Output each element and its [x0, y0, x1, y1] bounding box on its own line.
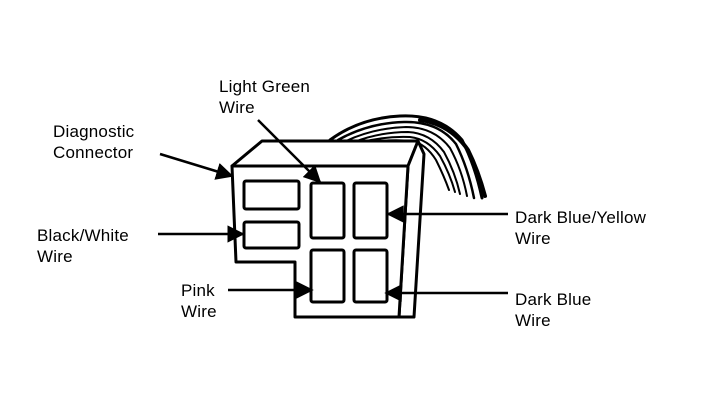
label-line: Wire — [37, 247, 73, 266]
leader-lines — [158, 119, 508, 302]
label-dark-blue-yellow-wire: Dark Blue/Yellow Wire — [515, 207, 646, 249]
label-line: Wire — [515, 229, 551, 248]
cavity-dark-blue-yellow — [352, 181, 389, 240]
label-line: Dark Blue/Yellow — [515, 208, 647, 227]
label-line: Diagnostic — [53, 122, 135, 141]
label-dark-blue-wire: Dark Blue Wire — [515, 289, 591, 331]
cavity-dark-blue — [352, 248, 389, 304]
label-diagnostic-connector: Diagnostic Connector — [53, 121, 134, 163]
label-light-green-wire: Light Green Wire — [219, 76, 310, 118]
label-line: Wire — [219, 98, 255, 117]
cavity-light-green — [309, 181, 346, 240]
label-line: Pink — [181, 281, 215, 300]
label-line: Dark Blue — [515, 290, 592, 309]
cavity-top-left — [242, 179, 301, 211]
label-line: Wire — [515, 311, 551, 330]
label-line: Connector — [53, 143, 134, 162]
connector-top-face — [230, 139, 420, 168]
arrow-diagnostic — [159, 152, 234, 180]
cavity-pink — [309, 248, 346, 304]
connector-cavities — [242, 179, 389, 304]
arrow-light-green — [257, 119, 322, 184]
label-line: Wire — [181, 302, 217, 321]
label-pink-wire: Pink Wire — [181, 280, 217, 322]
label-line: Light Green — [219, 77, 311, 96]
cavity-mid-left — [242, 220, 301, 250]
label-black-white-wire: Black/White Wire — [37, 225, 129, 267]
label-line: Black/White — [37, 226, 129, 245]
